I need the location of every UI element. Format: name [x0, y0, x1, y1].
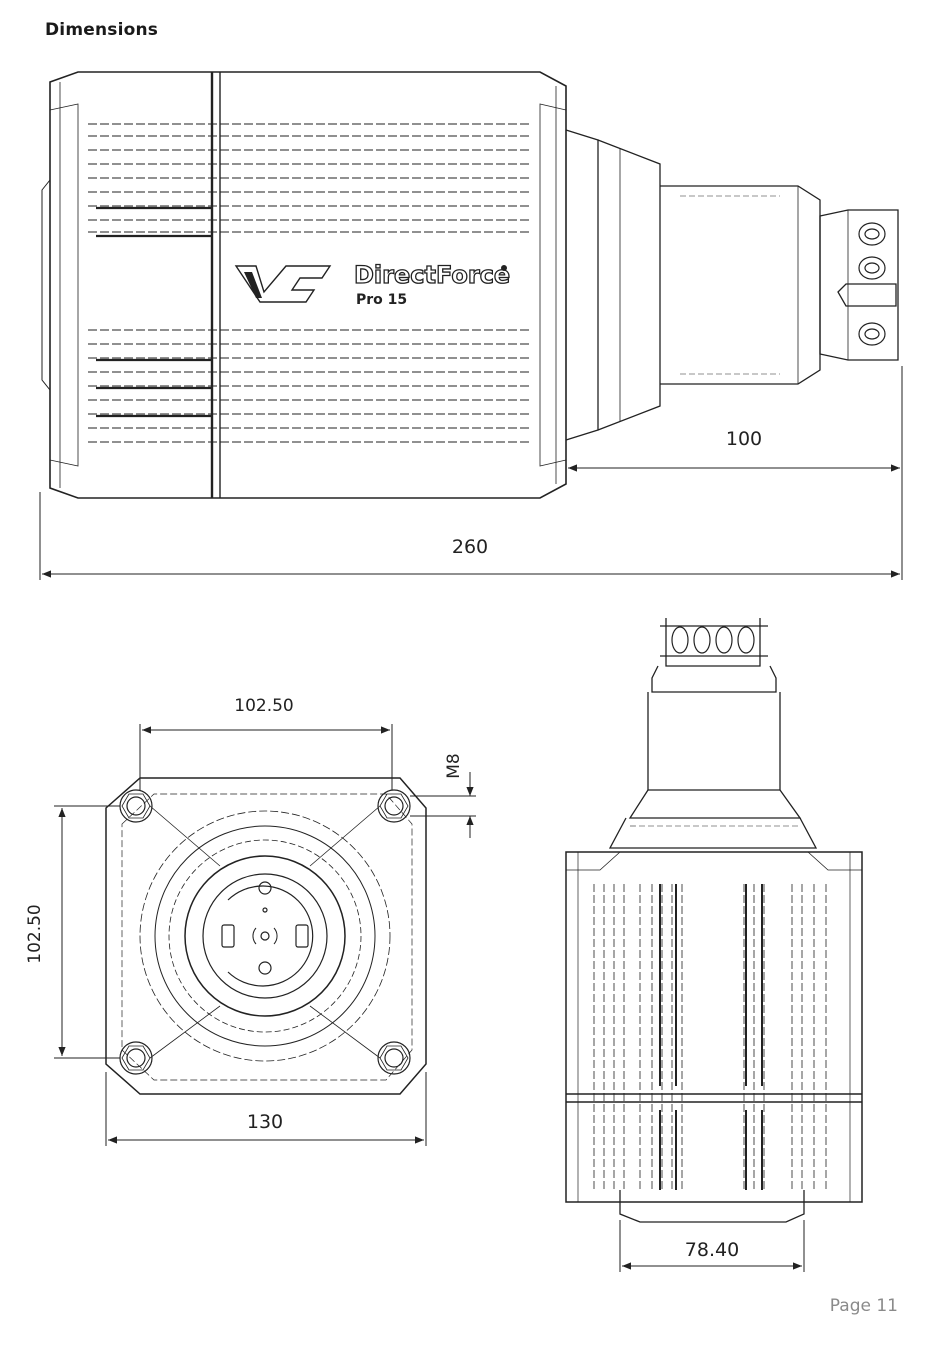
page-number: Page 11: [829, 1296, 898, 1316]
bolt-spacing-vertical-label: 102.50: [25, 904, 45, 963]
bolt-bottom-left: [119, 1041, 153, 1075]
overall-length-label: 260: [452, 536, 488, 558]
top-view-dimensions: [619, 1220, 805, 1272]
bolt-top-right: [377, 789, 411, 823]
bolt-spacing-horizontal-label: 102.50: [234, 696, 293, 716]
side-view-dimensions: [39, 366, 903, 580]
bolt-size-label: M8: [444, 753, 464, 778]
page-title: Dimensions: [45, 20, 159, 40]
bolt-top-left: [119, 789, 153, 823]
side-view: [41, 71, 899, 499]
bolt-bottom-right: [377, 1041, 411, 1075]
vrs-logo: DirectForce Pro 15: [234, 260, 511, 308]
logo-brand-text: DirectForce: [354, 261, 510, 289]
top-view: [565, 618, 863, 1223]
front-view-dimensions: [54, 724, 476, 1146]
base-width-label: 78.40: [685, 1239, 739, 1261]
body-width-label: 130: [247, 1111, 283, 1133]
logo-model-text: Pro 15: [356, 292, 407, 308]
front-view: [105, 777, 427, 1095]
shaft-length-label: 100: [726, 428, 762, 450]
